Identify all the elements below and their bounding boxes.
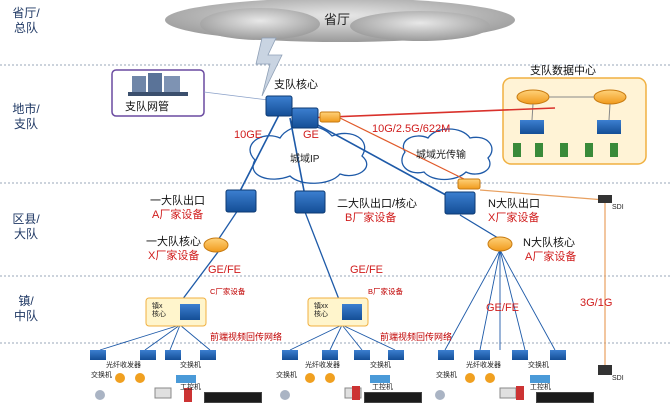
edge-fiber-label-n: 光纤收发器 — [466, 362, 501, 369]
mgmt-station-icon — [111, 69, 205, 117]
data-center-label: 支队数据中心 — [530, 65, 596, 77]
edge-fiber-label-1: 光纤收发器 — [106, 362, 141, 369]
town2-core-box — [307, 297, 369, 327]
town1-core-box — [145, 297, 207, 327]
d1-vendor-label: A厂家设备 — [152, 209, 204, 221]
edge-ipc-label-2: 工控机 — [372, 384, 393, 391]
frontend-label-1: 前端视频回传网络 — [210, 332, 283, 342]
metro-optical-cloud — [401, 128, 493, 181]
led-display-1 — [204, 392, 262, 403]
zhidui-mgmt-label: 支队网管 — [125, 101, 169, 113]
metro-optical-label: 城域光传输 — [416, 150, 466, 161]
edge-switch-label-n: 交换机 — [436, 372, 457, 379]
link-optical-label: 10G/2.5G/622M — [372, 123, 451, 135]
link-gefe-1-label: GE/FE — [208, 264, 242, 276]
link-3g-label: 3G/1G — [580, 297, 613, 309]
tier-label-town: 镇/ 中队 — [13, 294, 38, 323]
province-cloud — [165, 0, 515, 42]
d2-exit-label: 二大队出口/核心 — [337, 198, 418, 210]
edge-switch-label-1b: 交换机 — [180, 362, 201, 369]
tier-label-province: 省厅/ 总队 — [12, 6, 40, 35]
link-gefe-2-label: GE/FE — [350, 264, 384, 276]
edge-switch-label-nb: 交换机 — [528, 362, 549, 369]
province-cloud-label: 省厅 — [324, 12, 351, 27]
link-ge-label: GE — [303, 129, 319, 141]
frontend-label-2: 前端视频回传网络 — [380, 332, 453, 342]
zhidui-core-label: 支队核心 — [274, 79, 318, 91]
backbone-links — [181, 107, 606, 365]
zhidui-core-switch-icon — [265, 95, 341, 129]
dn-exit-label: N大队出口 — [488, 198, 540, 210]
d1-core-label: 一大队核心 — [146, 236, 201, 248]
dn-vendor-label: X厂家设备 — [488, 212, 540, 224]
data-center-box — [502, 77, 647, 165]
metro-ip-label: 城域IP — [290, 154, 320, 165]
town2-vendor-label: B厂家设备 — [368, 287, 404, 296]
sdi-top-icon — [598, 195, 612, 203]
d1-exit-label: 一大队出口 — [150, 195, 205, 207]
town1-fanout — [99, 324, 211, 351]
link-10ge-label: 10GE — [234, 129, 263, 141]
frontend-group-n — [435, 350, 612, 400]
d1-core-vendor-label: X厂家设备 — [148, 250, 200, 262]
tier-label-city: 地市/ 支队 — [12, 102, 40, 131]
sdi-bottom-label: SDI — [612, 375, 624, 382]
town1-vendor-label: C厂家设备 — [210, 287, 246, 296]
dn-core-vendor-label: A厂家设备 — [525, 251, 577, 263]
edge-ipc-label-n: 工控机 — [530, 384, 551, 391]
led-display-2 — [364, 392, 422, 403]
d1-exit-switch-icon — [225, 189, 257, 213]
edge-switch-label-2b: 交换机 — [370, 362, 391, 369]
town2-core-label: 镇xx 核心 — [314, 303, 328, 319]
edge-switch-label-2: 交换机 — [276, 372, 297, 379]
town1-core-label: 镇x 核心 — [152, 303, 166, 319]
d2-exit-switch-icon — [294, 190, 326, 214]
edge-ipc-label-1: 工控机 — [180, 384, 201, 391]
dn-optical-transceiver-icon — [457, 178, 481, 190]
d2-vendor-label: B厂家设备 — [345, 212, 397, 224]
metro-ip-cloud — [249, 125, 368, 184]
frontend-group-1 — [90, 350, 216, 402]
lightning-icon — [255, 37, 283, 97]
sdi-top-label: SDI — [612, 204, 624, 211]
townN-fanout — [444, 249, 556, 351]
dn-core-label: N大队核心 — [523, 237, 575, 249]
frontend-group-2 — [280, 350, 404, 400]
tier-label-county: 区县/ 大队 — [12, 212, 40, 241]
dn-core-router-icon — [487, 236, 513, 252]
d1-core-router-icon — [203, 237, 229, 253]
led-display-n — [536, 392, 594, 403]
dn-exit-switch-icon — [444, 191, 476, 215]
town2-fanout — [289, 324, 396, 351]
edge-switch-label-1: 交换机 — [91, 372, 112, 379]
edge-fiber-label-2: 光纤收发器 — [305, 362, 340, 369]
link-gefe-n-label: GE/FE — [486, 302, 520, 314]
